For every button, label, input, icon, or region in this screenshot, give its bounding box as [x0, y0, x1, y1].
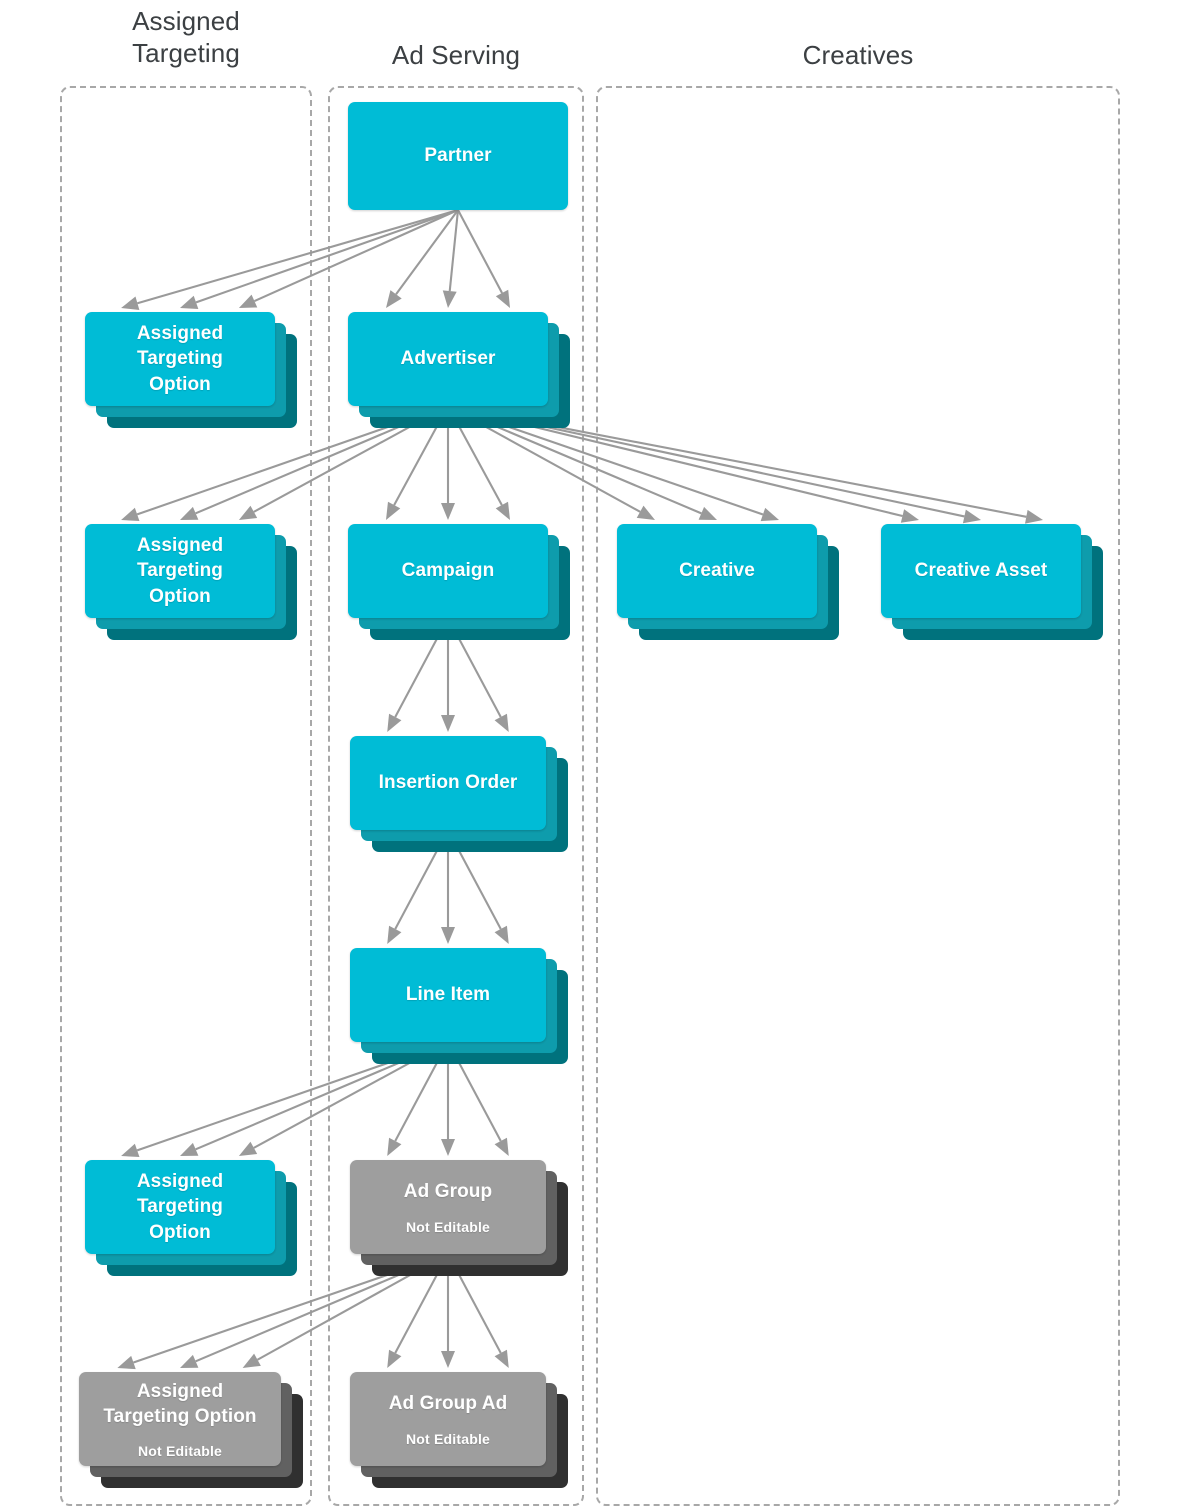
node-title: Creative	[679, 560, 755, 582]
node-advertiser[interactable]: Advertiser	[348, 312, 572, 430]
node-title-line: Assigned	[136, 1380, 224, 1402]
node-title-line: Targeting	[136, 560, 224, 582]
column-header-line: Creatives	[802, 40, 914, 70]
node-ad-group-ad[interactable]: Ad Group Ad Not Editable	[350, 1372, 570, 1490]
swimlane-assigned-targeting	[60, 86, 312, 1506]
node-partner[interactable]: Partner	[348, 102, 592, 234]
node-card-creative-asset[interactable]: Creative Asset	[881, 524, 1081, 618]
node-campaign[interactable]: Campaign	[348, 524, 572, 642]
node-title-line: Assigned	[136, 535, 224, 557]
node-title-line: Option	[149, 1221, 211, 1243]
node-card-ad-group-ad[interactable]: Ad Group Ad Not Editable	[350, 1372, 546, 1466]
node-line-item[interactable]: Line Item	[350, 948, 570, 1066]
node-subtitle-badge: Not Editable	[405, 1218, 491, 1235]
column-header-ad-serving: Ad Serving	[328, 40, 584, 72]
node-title-line: Assigned	[136, 323, 224, 345]
node-creative-asset[interactable]: Creative Asset	[881, 524, 1105, 642]
node-title: Insertion Order	[378, 772, 518, 794]
node-creative[interactable]: Creative	[617, 524, 841, 642]
node-card-campaign[interactable]: Campaign	[348, 524, 548, 618]
node-title: Creative Asset	[914, 560, 1048, 582]
node-card-insertion-order[interactable]: Insertion Order	[350, 736, 546, 830]
node-title: Ad Group Ad	[388, 1393, 508, 1415]
swimlane-ad-serving	[328, 86, 584, 1506]
node-title-line: Option	[149, 373, 211, 395]
node-insertion-order[interactable]: Insertion Order	[350, 736, 570, 854]
node-card-partner[interactable]: Partner	[348, 102, 568, 210]
node-title-line: Targeting	[136, 348, 224, 370]
column-header-line: Assigned	[132, 6, 240, 36]
node-card-creative[interactable]: Creative	[617, 524, 817, 618]
node-title: Ad Group	[403, 1181, 493, 1203]
column-header-line: Targeting	[132, 37, 240, 68]
node-subtitle-badge: Not Editable	[137, 1443, 223, 1460]
node-title-line: Assigned	[136, 1171, 224, 1193]
column-header-creatives: Creatives	[596, 40, 1120, 72]
node-card-line-item[interactable]: Line Item	[350, 948, 546, 1042]
node-title: Line Item	[405, 984, 491, 1006]
node-title: Campaign	[401, 560, 495, 582]
node-title: Advertiser	[400, 348, 496, 370]
swimlane-creatives	[596, 86, 1120, 1506]
node-card-advertiser[interactable]: Advertiser	[348, 312, 548, 406]
node-title-line: Option	[149, 585, 211, 607]
node-title: Partner	[424, 145, 492, 167]
column-header-line: Ad Serving	[391, 40, 521, 70]
node-subtitle-badge: Not Editable	[405, 1430, 491, 1447]
node-title-line: Targeting	[136, 1196, 224, 1218]
node-title-line: Targeting Option	[103, 1406, 257, 1427]
